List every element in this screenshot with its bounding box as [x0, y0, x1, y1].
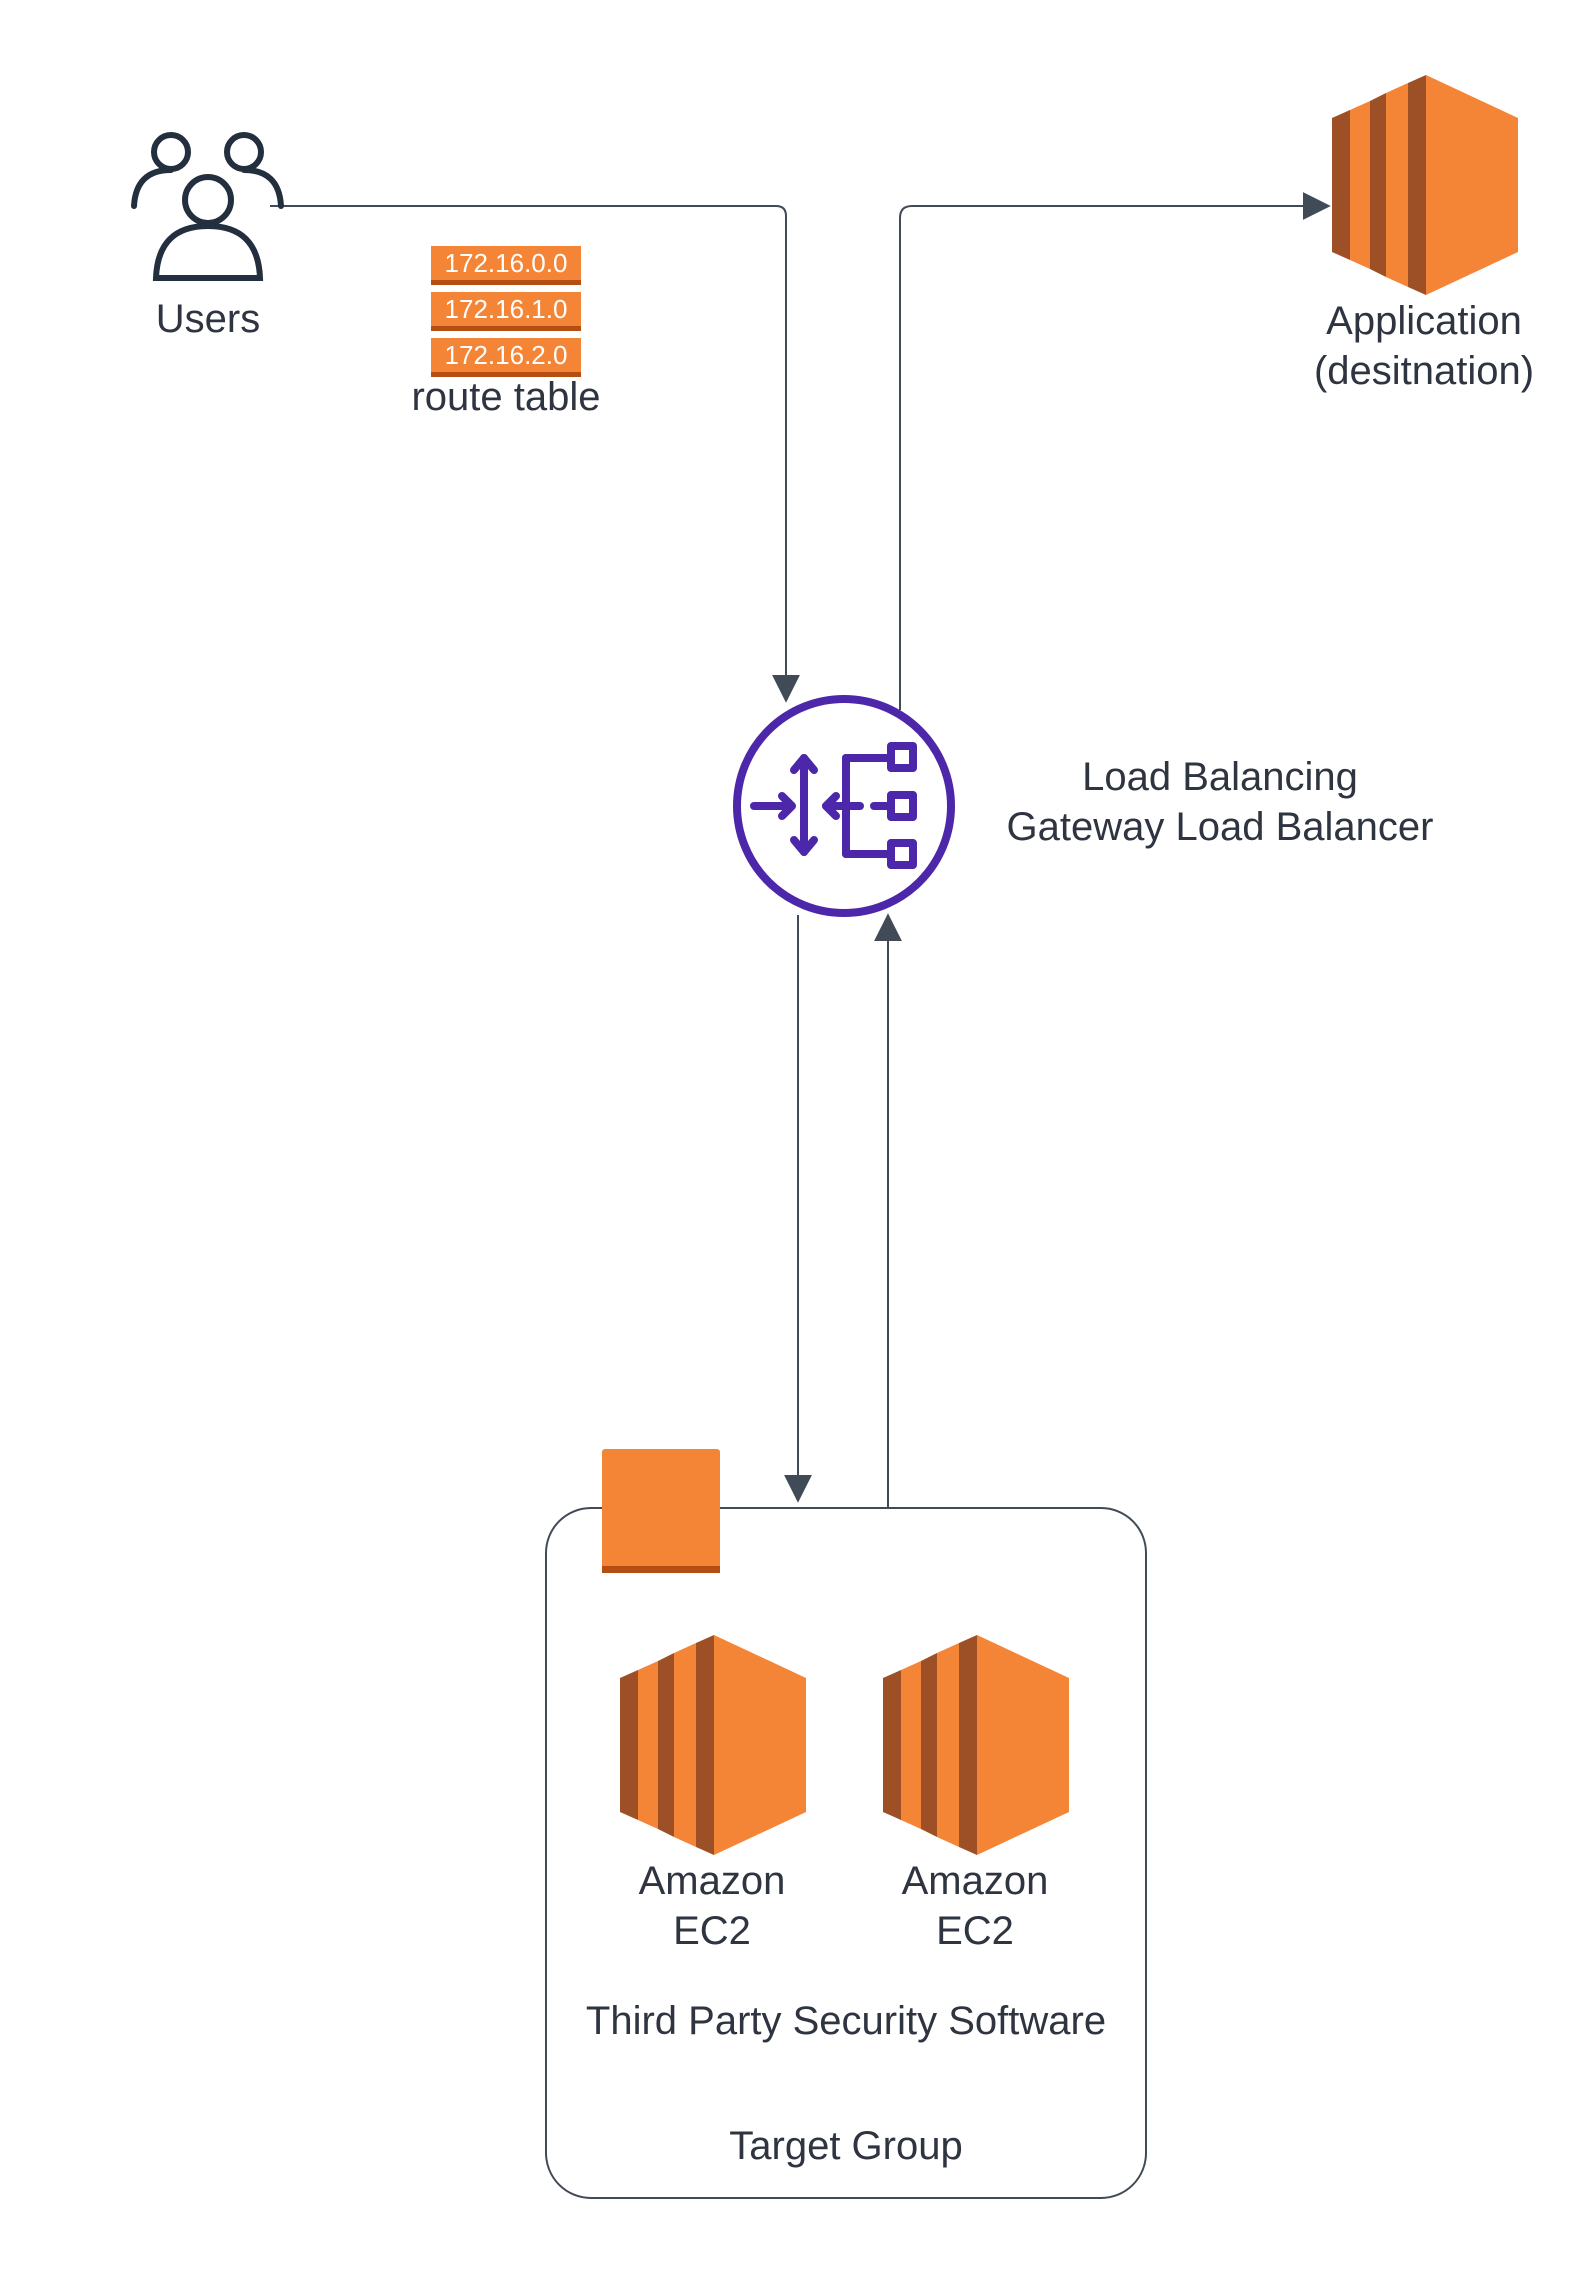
ec2-right-label-line2: EC2: [936, 1909, 1014, 1953]
route-entry: 172.16.0.0: [431, 246, 581, 285]
ec2-left-label-line2: EC2: [673, 1909, 751, 1953]
load-balancer-label: Load Balancing Gateway Load Balancer: [970, 752, 1470, 852]
load-balancer-label-line2: Gateway Load Balancer: [1006, 805, 1434, 849]
ec2-right-label-line1: Amazon: [901, 1859, 1049, 1903]
ec2-instance-icon: [620, 1635, 806, 1855]
ec2-instance-icon: [883, 1635, 1069, 1855]
route-entry: 172.16.1.0: [431, 292, 581, 331]
users-label: Users: [155, 297, 261, 341]
edge-lb-to-application: [899, 192, 1331, 710]
application-label-line2: (desitnation): [1313, 349, 1535, 393]
security-software-label: Third Party Security Software: [585, 1999, 1107, 2043]
target-group-container: [545, 1507, 1147, 2199]
edge-users-to-lb: [270, 205, 800, 703]
application-ec2-icon: [1332, 75, 1518, 295]
application-label: Application (desitnation): [1274, 296, 1574, 396]
ec2-left-label-line1: Amazon: [638, 1859, 786, 1903]
ec2-left-label: Amazon EC2: [612, 1856, 812, 1956]
target-group-label: Target Group: [729, 2124, 963, 2168]
application-label-line1: Application: [1326, 299, 1522, 343]
target-group-icon: [602, 1449, 720, 1573]
route-table-label: route table: [411, 375, 601, 419]
ec2-right-label: Amazon EC2: [875, 1856, 1075, 1956]
gateway-load-balancer-icon: [733, 695, 955, 917]
route-entry: 172.16.2.0: [431, 338, 581, 377]
users-icon: [131, 132, 284, 281]
load-balancer-label-line1: Load Balancing: [1082, 755, 1358, 799]
